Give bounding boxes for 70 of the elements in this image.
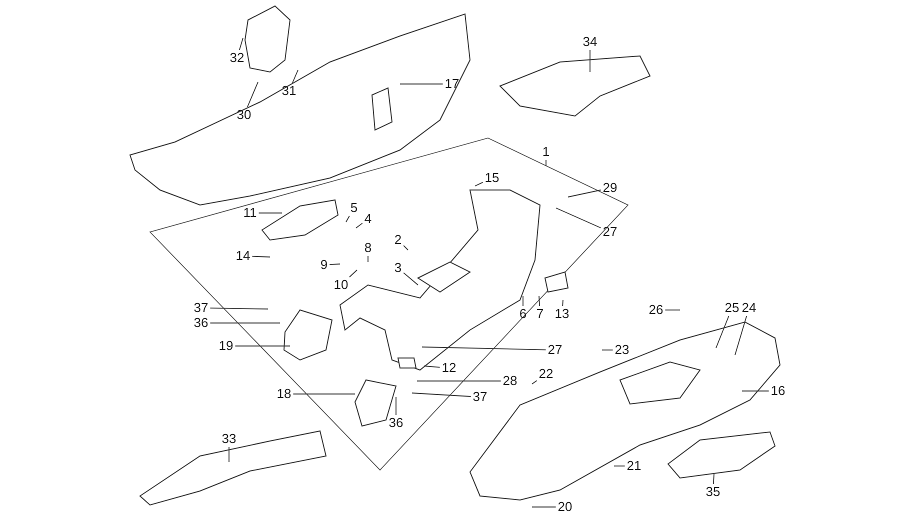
callout-number: 32 [230, 51, 244, 65]
leader-line [556, 208, 602, 228]
callout-number: 35 [706, 485, 720, 499]
leader-line [474, 182, 484, 186]
callout-number: 15 [484, 171, 500, 185]
callout-number: 9 [320, 258, 328, 272]
leader-line [252, 256, 270, 258]
callout-number: 19 [218, 339, 234, 353]
callout-number: 14 [236, 249, 250, 263]
callout-number: 3 [394, 261, 402, 275]
leader-line [210, 322, 280, 324]
callout-number: 24 [742, 301, 756, 315]
callout-number: 36 [388, 416, 404, 430]
callout-number: 7 [536, 307, 544, 321]
callout-number: 23 [614, 343, 630, 357]
callout-number: 37 [472, 390, 488, 404]
callout-number: 36 [194, 316, 208, 330]
callout-number: 37 [194, 301, 208, 315]
leader-line [246, 82, 258, 108]
leader-line [416, 380, 502, 382]
callout-number: 12 [442, 361, 456, 375]
leader-line [742, 390, 770, 392]
callout-number: 27 [602, 225, 618, 239]
callout-number: 8 [364, 241, 372, 255]
callout-number: 10 [334, 278, 348, 292]
leader-line [356, 222, 363, 228]
callout-number: 4 [364, 212, 372, 226]
leader-line [346, 216, 350, 222]
callout-number: 21 [626, 459, 642, 473]
leader-line [568, 190, 602, 198]
leader-line [538, 296, 540, 306]
callout-number: 27 [548, 343, 562, 357]
leader-line [562, 300, 564, 306]
leader-line [403, 272, 418, 286]
callout-number: 20 [558, 500, 572, 514]
leader-line [228, 446, 230, 462]
leader-line [349, 270, 358, 278]
callout-number: 22 [538, 367, 554, 381]
leader-line [532, 380, 538, 384]
callout-number: 1 [542, 145, 550, 159]
callout-number: 18 [276, 387, 292, 401]
callout-number: 26 [648, 303, 664, 317]
callout-number: 31 [282, 84, 296, 98]
callout-number: 30 [236, 108, 252, 122]
callout-number: 29 [602, 181, 618, 195]
callout-number: 28 [502, 374, 518, 388]
callout-number: 34 [582, 35, 598, 49]
callout-number: 11 [243, 206, 257, 220]
callout-number: 25 [724, 301, 740, 315]
callout-number: 13 [554, 307, 570, 321]
leader-line [522, 296, 524, 306]
callout-number: 5 [350, 201, 358, 215]
leader-line [716, 316, 730, 348]
leader-line [712, 474, 714, 484]
leader-line [292, 70, 298, 84]
leader-line [210, 308, 268, 310]
callout-number: 17 [444, 77, 460, 91]
leader-line [329, 264, 340, 266]
callout-number: 33 [222, 432, 236, 446]
leader-line [734, 316, 748, 356]
leader-line [238, 38, 244, 50]
leader-line [412, 392, 472, 397]
callout-number: 2 [394, 233, 402, 247]
callout-number: 16 [770, 384, 786, 398]
leader-line [403, 245, 408, 250]
callout-number: 6 [519, 307, 527, 321]
leader-line [422, 346, 546, 350]
leader-line [258, 212, 282, 214]
leader-line [424, 366, 440, 368]
leader-line [532, 506, 556, 508]
